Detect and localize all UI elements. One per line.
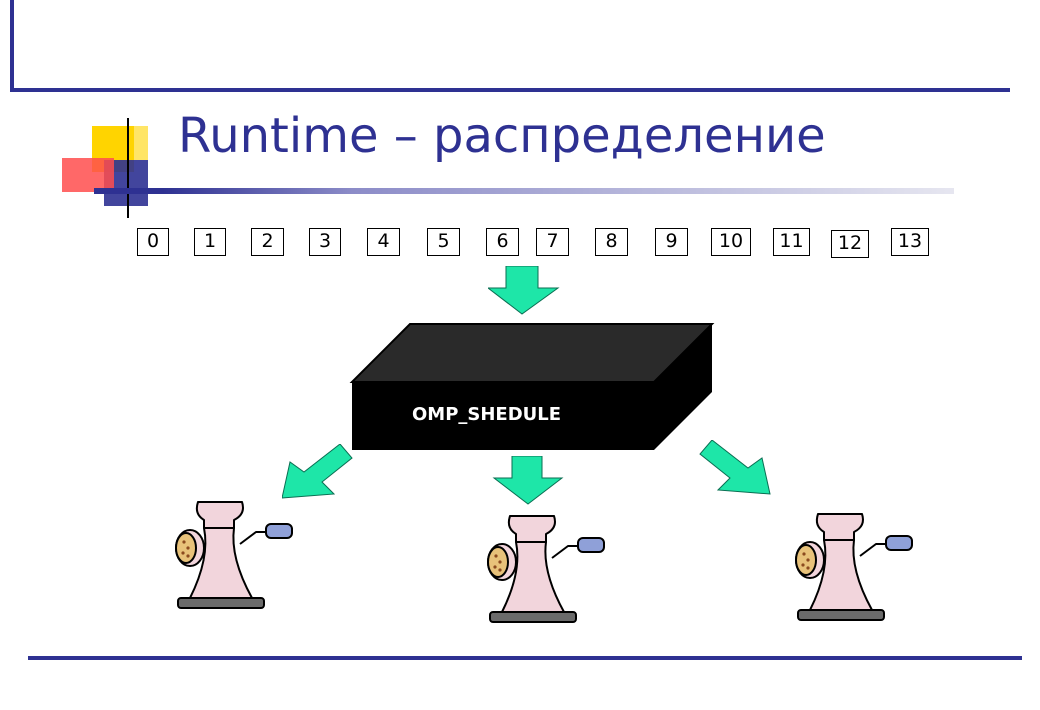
arrow-down-icon — [488, 266, 560, 315]
meat-grinder-icon — [175, 501, 293, 609]
arrow-down-right-icon — [699, 440, 771, 495]
bottom-rule — [28, 656, 1022, 660]
iteration-cell: 12 — [831, 230, 869, 258]
scheduler-label: OMP_SHEDULE — [412, 404, 562, 425]
iteration-cell: 4 — [367, 228, 400, 256]
iteration-cell: 8 — [595, 228, 628, 256]
top-rule — [10, 0, 1010, 92]
iteration-cell: 3 — [309, 228, 341, 256]
iteration-cells: 0 1 2 3 4 5 6 7 8 9 10 11 12 13 — [0, 0, 1040, 260]
iteration-cell: 10 — [711, 228, 751, 256]
iteration-cell: 2 — [251, 228, 284, 256]
scheduler-box — [349, 323, 715, 450]
iteration-cell: 11 — [773, 228, 810, 256]
meat-grinder-icon — [487, 515, 605, 623]
iteration-cell: 0 — [137, 228, 169, 256]
iteration-cell: 6 — [486, 228, 519, 256]
iteration-cell: 7 — [536, 228, 569, 256]
meat-grinder-icon — [795, 513, 913, 621]
slide-title: Runtime – распределение — [178, 108, 826, 164]
iteration-cell: 5 — [427, 228, 460, 256]
iteration-cell: 9 — [655, 228, 688, 256]
iteration-cell: 13 — [891, 228, 929, 256]
arrow-down-icon — [492, 456, 564, 505]
iteration-cell: 1 — [194, 228, 226, 256]
arrow-down-left-icon — [282, 444, 353, 499]
title-underline — [94, 188, 954, 194]
